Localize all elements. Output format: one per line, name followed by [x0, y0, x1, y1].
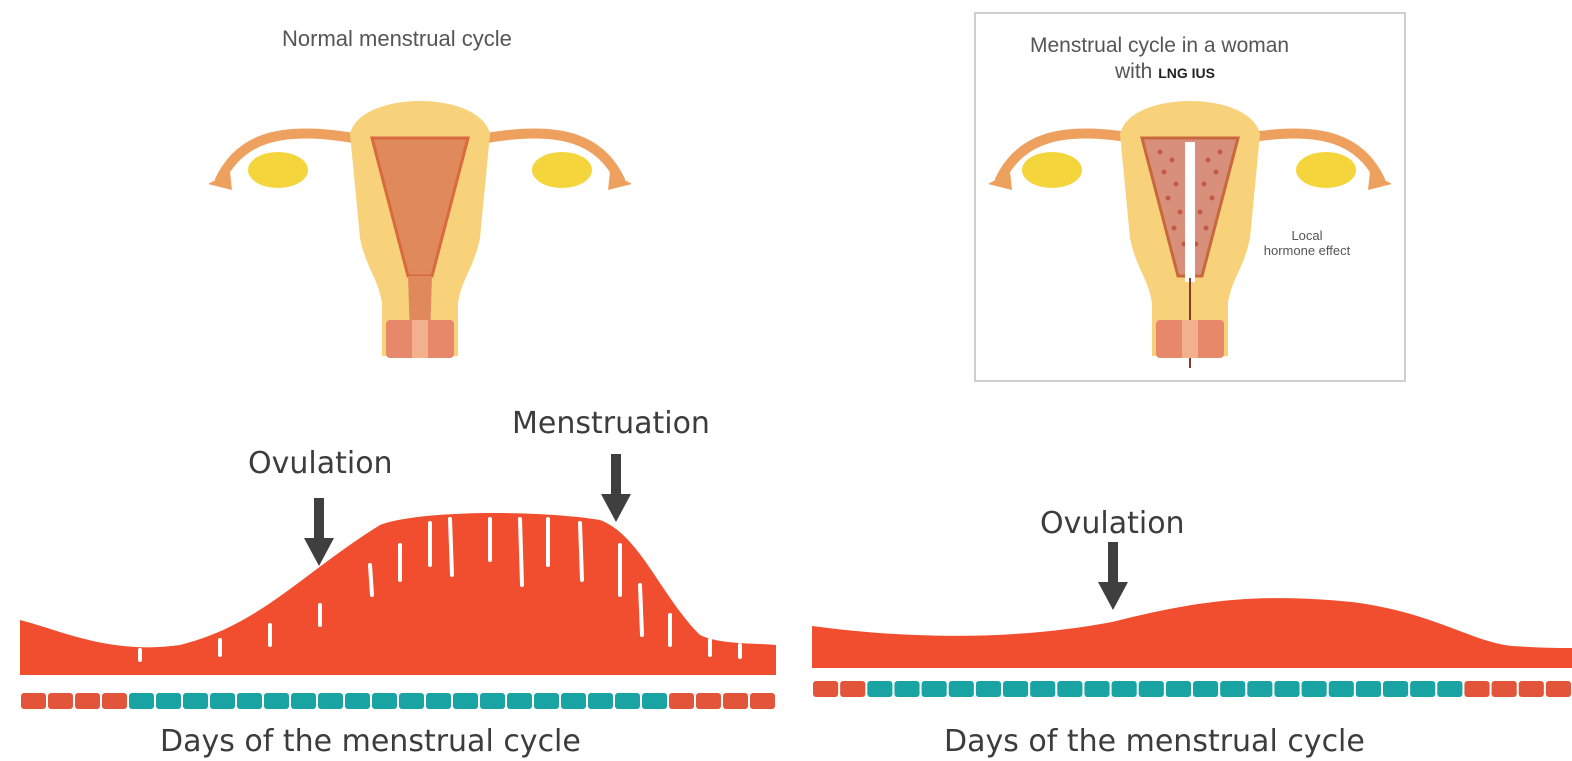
day-marker	[1356, 681, 1381, 697]
day-marker	[291, 693, 316, 709]
day-marker	[264, 693, 289, 709]
day-marker	[129, 693, 154, 709]
day-marker	[183, 693, 208, 709]
ovulation-arrow-normal	[304, 498, 334, 568]
endometrium-thickness-curve	[20, 513, 776, 675]
right-panel-title-line2: with LNG IUS	[1115, 60, 1215, 84]
day-marker	[1166, 681, 1191, 697]
day-marker	[1112, 681, 1137, 697]
local-hormone-effect-label: Local hormone effect	[1232, 228, 1382, 258]
day-marker	[102, 693, 127, 709]
uterus-illustration-normal	[200, 88, 640, 368]
day-marker	[1220, 681, 1245, 697]
day-marker	[813, 681, 838, 697]
day-marker	[1492, 681, 1517, 697]
day-marker	[1084, 681, 1109, 697]
day-marker	[156, 693, 181, 709]
day-marker	[1247, 681, 1272, 697]
title-with-text: with	[1115, 60, 1152, 83]
day-marker	[1329, 681, 1354, 697]
day-marker	[1464, 681, 1489, 697]
day-marker	[534, 693, 559, 709]
day-marker	[399, 693, 424, 709]
day-marker	[669, 693, 694, 709]
day-marker	[1302, 681, 1327, 697]
day-marker	[894, 681, 919, 697]
day-marker	[696, 693, 721, 709]
day-marker	[318, 693, 343, 709]
days-strip-normal	[20, 692, 776, 710]
endometrium-chart-normal	[20, 505, 776, 705]
day-marker	[75, 693, 100, 709]
day-marker	[48, 693, 73, 709]
day-marker	[723, 693, 748, 709]
day-marker	[949, 681, 974, 697]
days-strip-lng-ius	[812, 680, 1572, 698]
day-marker	[1437, 681, 1462, 697]
day-marker	[976, 681, 1001, 697]
ovulation-label-normal: Ovulation	[248, 446, 393, 481]
day-marker	[1383, 681, 1408, 697]
day-marker	[210, 693, 235, 709]
left-panel-title: Normal menstrual cycle	[282, 26, 512, 52]
day-marker	[453, 693, 478, 709]
day-marker	[1057, 681, 1082, 697]
day-marker	[1410, 681, 1435, 697]
ovulation-arrow-lng-ius	[1098, 542, 1128, 612]
day-marker	[1519, 681, 1544, 697]
days-label-normal: Days of the menstrual cycle	[160, 724, 581, 759]
menstruation-label: Menstruation	[512, 406, 710, 441]
day-marker	[426, 693, 451, 709]
day-marker	[840, 681, 865, 697]
day-marker	[561, 693, 586, 709]
day-marker	[1274, 681, 1299, 697]
endometrium-chart-lng-ius	[812, 592, 1572, 672]
day-marker	[615, 693, 640, 709]
local-effect-line1: Local	[1232, 228, 1382, 243]
day-marker	[1003, 681, 1028, 697]
day-marker	[237, 693, 262, 709]
day-marker	[922, 681, 947, 697]
right-panel-title-line1: Menstrual cycle in a woman	[1030, 34, 1289, 58]
day-marker	[1139, 681, 1164, 697]
day-marker	[372, 693, 397, 709]
day-marker	[1546, 681, 1571, 697]
day-marker	[642, 693, 667, 709]
day-marker	[21, 693, 46, 709]
day-marker	[1193, 681, 1218, 697]
ovulation-label-lng-ius: Ovulation	[1040, 506, 1185, 541]
menstruation-arrow	[601, 454, 631, 524]
day-marker	[345, 693, 370, 709]
endometrium-thickness-curve-flat	[812, 598, 1572, 668]
local-effect-line2: hormone effect	[1232, 243, 1382, 258]
day-marker	[867, 681, 892, 697]
lng-ius-label: LNG IUS	[1158, 65, 1215, 81]
day-marker	[1030, 681, 1055, 697]
day-marker	[588, 693, 613, 709]
days-label-lng-ius: Days of the menstrual cycle	[944, 724, 1365, 759]
day-marker	[480, 693, 505, 709]
day-marker	[507, 693, 532, 709]
day-marker	[750, 693, 775, 709]
